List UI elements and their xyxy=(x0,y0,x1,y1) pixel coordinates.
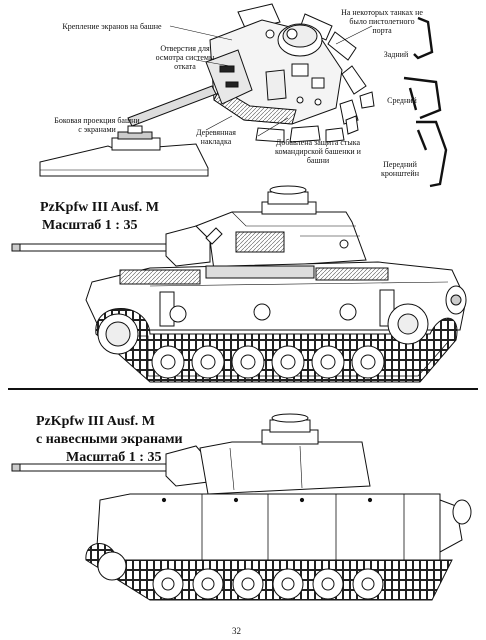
callout-wood: Деревянная накладка xyxy=(196,128,236,146)
callout-side-view: Боковая проекция башни с экранами xyxy=(54,116,140,134)
tank-profile-plain xyxy=(11,185,467,383)
plate-divider xyxy=(8,388,478,390)
brackets xyxy=(403,16,448,188)
turret-side-projection xyxy=(39,125,209,177)
callout-middle-bracket: Средний xyxy=(387,96,417,105)
callout-rear-bracket: Задний xyxy=(383,50,409,59)
plate2-title: PzKpfw III Ausf. M xyxy=(36,414,156,429)
callout-some-tanks: На некоторых танках не было пистолетного… xyxy=(341,8,423,35)
plate2-scale: Масштаб 1 : 35 xyxy=(66,450,162,465)
tank-profile-skirts xyxy=(11,413,472,601)
callout-mount: Крепление экранов на башне xyxy=(62,22,162,31)
page-number: 32 xyxy=(232,626,241,636)
plate2-subtitle: с навесными экранами xyxy=(36,432,183,447)
plate1-title: PzKpfw III Ausf. M xyxy=(40,200,160,215)
turret-isometric xyxy=(127,3,367,143)
plate1-scale: Масштаб 1 : 35 xyxy=(42,218,138,233)
top-leader-lines xyxy=(169,25,373,137)
callout-added: Добавлена защита стыка командирской баше… xyxy=(275,138,361,165)
callout-holes: Отверстия для осмотра системы отката xyxy=(155,44,215,71)
callout-front-bracket: Передний кронштейн xyxy=(381,160,419,178)
bracket-clips xyxy=(345,91,375,135)
